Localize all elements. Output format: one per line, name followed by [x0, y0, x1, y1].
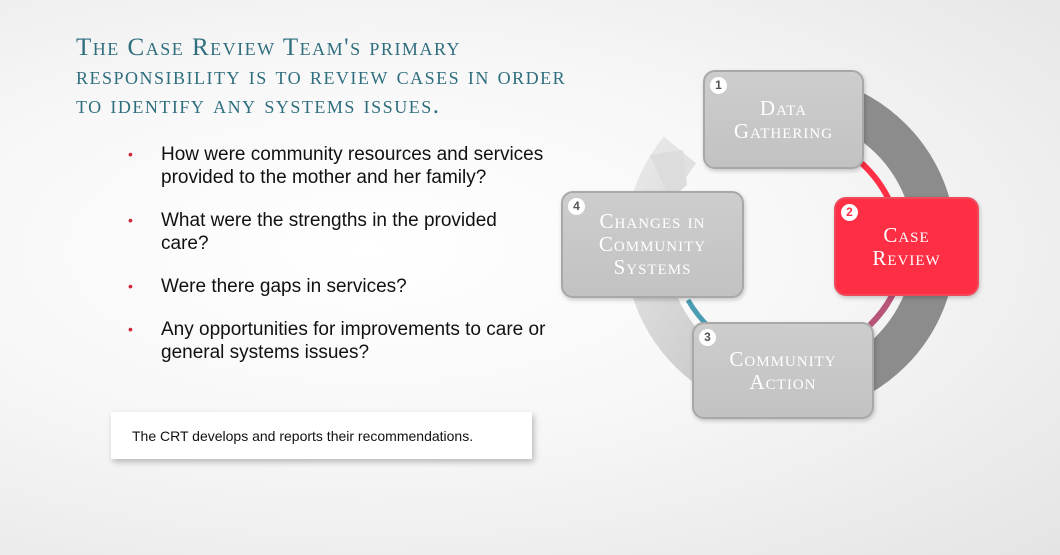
bullet-item: • Any opportunities for improvements to c…	[128, 318, 548, 364]
slide-title: The Case Review Team's primary responsib…	[76, 34, 567, 119]
arrow-head-icon	[650, 150, 687, 200]
step-label: Community Action	[729, 346, 837, 394]
bullet-icon: •	[128, 212, 133, 228]
bullet-text: Were there gaps in services?	[161, 276, 407, 297]
bullet-text: What were the strengths in the provided …	[161, 210, 497, 254]
bullet-icon: •	[128, 146, 133, 162]
step-label: Data Gathering	[733, 95, 834, 143]
bullet-icon: •	[128, 278, 133, 294]
step-label: Changes in Community Systems	[598, 209, 707, 279]
cycle-step-case-review: 2 Case Review	[834, 197, 979, 296]
bullet-icon: •	[128, 321, 133, 337]
cycle-step-changes-in-community-systems: 4 Changes in Community Systems	[561, 191, 744, 298]
step-number: 1	[710, 77, 727, 94]
bullet-item: • Were there gaps in services?	[128, 275, 548, 298]
recommendation-callout: The CRT develops and reports their recom…	[111, 412, 532, 459]
bullet-list: • How were community resources and servic…	[128, 143, 548, 384]
cycle-step-community-action: 3 Community Action	[692, 322, 874, 419]
bullet-text: Any opportunities for improvements to ca…	[161, 319, 546, 363]
bullet-item: • What were the strengths in the provided…	[128, 209, 548, 255]
bullet-item: • How were community resources and servic…	[128, 143, 548, 189]
cycle-step-data-gathering: 1 Data Gathering	[703, 70, 864, 169]
step-label: Case Review	[872, 222, 941, 270]
step-number: 2	[841, 204, 858, 221]
step-number: 3	[699, 329, 716, 346]
bullet-text: How were community resources and service…	[161, 144, 544, 188]
step-number: 4	[568, 198, 585, 215]
